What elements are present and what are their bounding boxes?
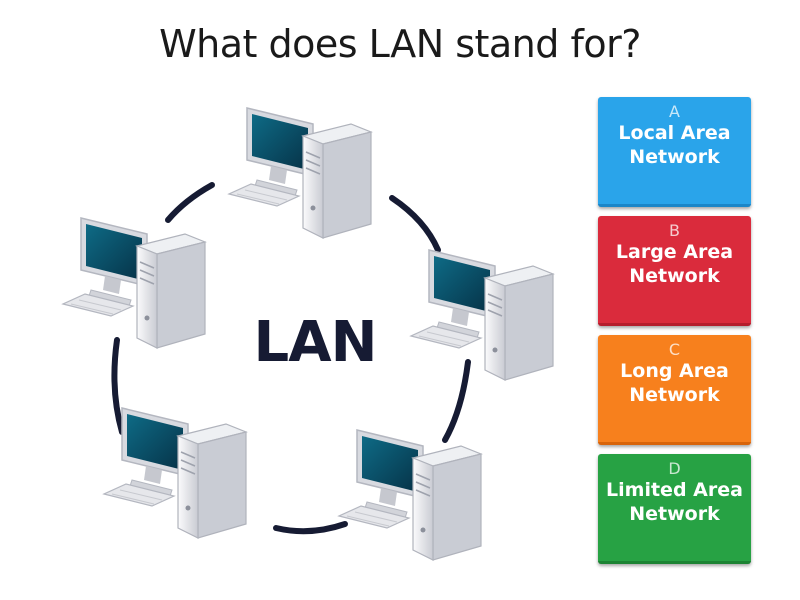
computer-icon (338, 429, 482, 561)
answer-options: A Local Area Network B Large Area Networ… (598, 97, 751, 573)
answer-letter: B (669, 221, 680, 240)
answer-letter: A (669, 102, 680, 121)
answer-option-d[interactable]: D Limited Area Network (598, 454, 751, 564)
answer-text: Limited Area Network (606, 479, 743, 525)
answer-option-c[interactable]: C Long Area Network (598, 335, 751, 445)
answer-text: Long Area Network (620, 360, 729, 406)
lan-label: LAN (253, 310, 378, 375)
computer-icon (228, 107, 372, 239)
lan-diagram: LAN (40, 90, 580, 595)
answer-option-a[interactable]: A Local Area Network (598, 97, 751, 207)
computer-icon (103, 407, 247, 539)
computer-icon (410, 249, 554, 381)
answer-option-b[interactable]: B Large Area Network (598, 216, 751, 326)
answer-text: Local Area Network (618, 122, 731, 168)
computer-icon (62, 217, 206, 349)
answer-letter: D (668, 459, 681, 478)
answer-text: Large Area Network (615, 241, 734, 287)
question-title: What does LAN stand for? (159, 22, 641, 66)
answer-letter: C (668, 340, 681, 359)
ring-segments (111, 182, 471, 535)
network-ring-illustration (62, 107, 554, 561)
